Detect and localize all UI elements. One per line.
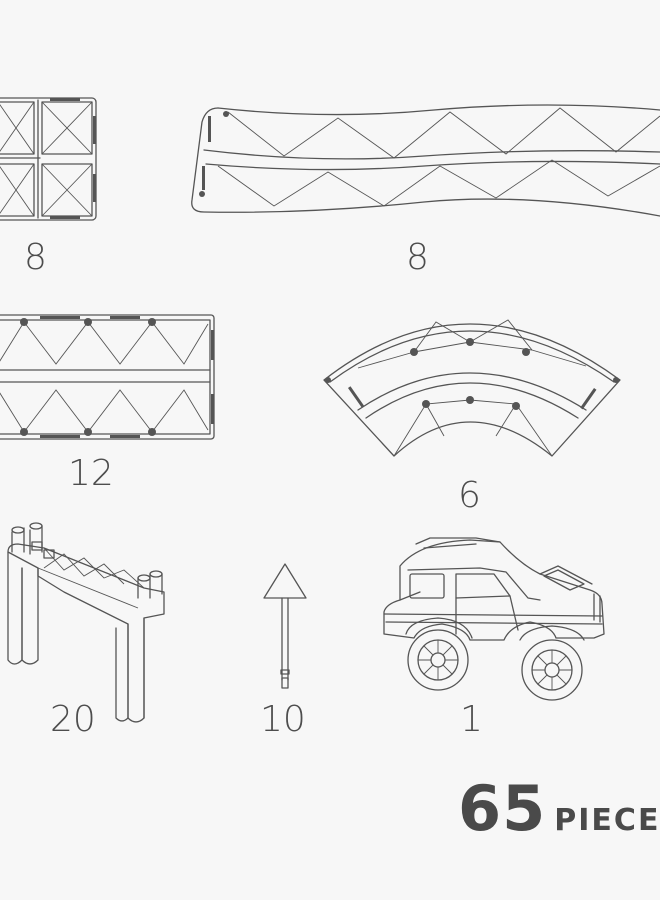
- straight-ramp-count: 8: [406, 237, 429, 278]
- support-pillar-count: 20: [50, 699, 96, 740]
- road-sign-icon: [263, 563, 307, 689]
- total-number: 65: [458, 772, 547, 845]
- toy-car-count: 1: [460, 699, 483, 740]
- square-tile-count: 8: [24, 237, 47, 278]
- straight-track-count: 12: [68, 453, 114, 494]
- support-pillar-icon: [7, 522, 165, 723]
- toy-car-icon: [383, 537, 605, 701]
- road-sign-count: 10: [260, 699, 306, 740]
- straight-ramp-icon: [191, 104, 660, 217]
- total-pieces: 65PIECES: [458, 772, 660, 845]
- straight-track-icon: [0, 314, 215, 440]
- curved-track-count: 6: [458, 475, 481, 516]
- total-unit: PIECES: [554, 803, 660, 838]
- square-tile-icon: [0, 97, 97, 221]
- curved-track-icon: [323, 319, 621, 457]
